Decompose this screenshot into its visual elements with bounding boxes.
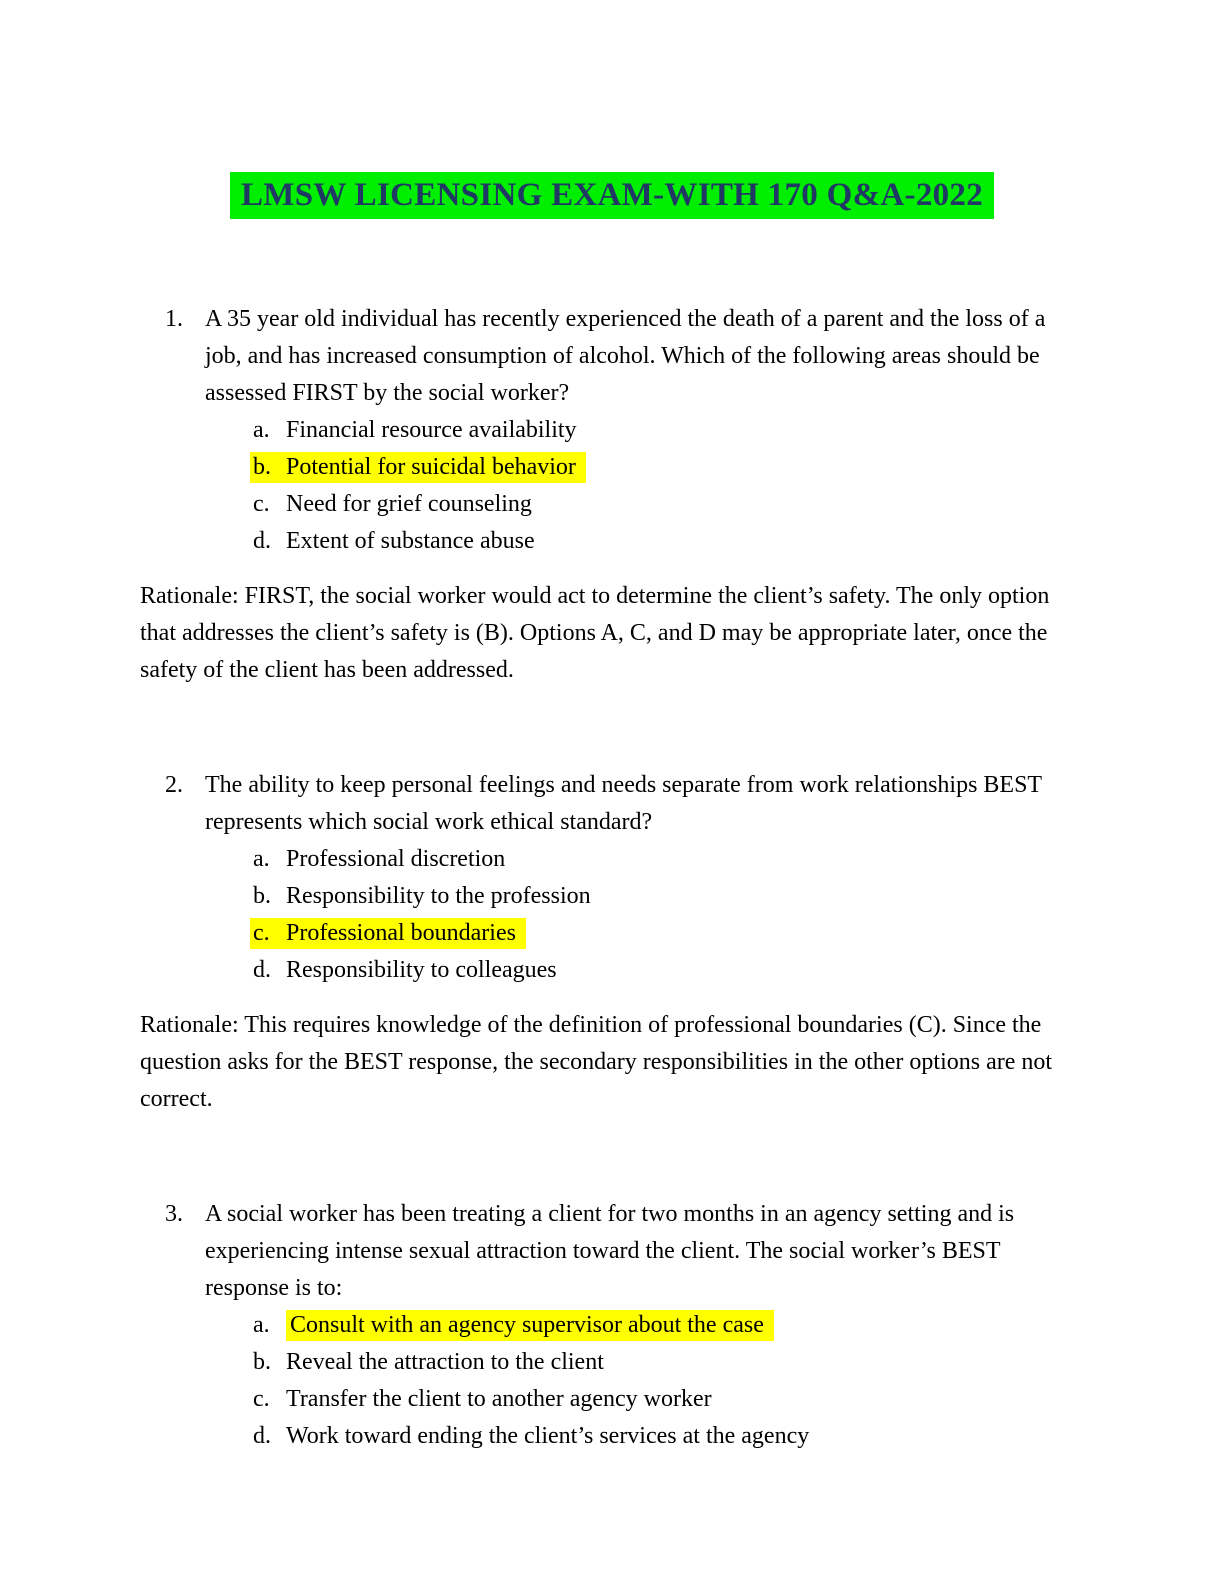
question-2-option-a: a. Professional discretion — [165, 841, 1084, 878]
question-2: 2. The ability to keep personal feelings… — [165, 767, 1084, 989]
question-3-options: a. Consult with an agency supervisor abou… — [165, 1307, 1084, 1455]
question-1-option-d: d. Extent of substance abuse — [165, 523, 1084, 560]
option-letter: c. — [253, 1386, 270, 1412]
question-1-text: A 35 year old individual has recently ex… — [205, 306, 1046, 406]
option-text: Responsibility to the profession — [286, 883, 591, 909]
question-1-options: a. Financial resource availability b. Pote… — [165, 412, 1084, 560]
question-3-option-d: d. Work toward ending the client’s servic… — [165, 1418, 1084, 1455]
question-1-option-b: b. Potential for suicidal behavior — [165, 449, 1084, 486]
rationale-2: Rationale: This requires knowledge of th… — [140, 1012, 1053, 1112]
title-row: LMSW LICENSING EXAM-WITH 170 Q&A-2022 — [0, 0, 1224, 219]
question-1-number: 1. — [165, 306, 183, 332]
question-2-options: a. Professional discretion b. Responsibili… — [165, 841, 1084, 989]
question-1: 1. A 35 year old individual has recently… — [165, 301, 1084, 560]
question-3-option-b: b. Reveal the attraction to the client — [165, 1344, 1084, 1381]
question-3: 3. A social worker has been treating a c… — [165, 1196, 1084, 1455]
option-text: Work toward ending the client’s services… — [286, 1423, 810, 1449]
option-text: Reveal the attraction to the client — [286, 1349, 604, 1375]
highlighted-answer: b. Potential for suicidal behavior — [250, 452, 586, 483]
option-letter: d. — [253, 528, 271, 554]
option-letter: d. — [253, 957, 271, 983]
option-letter: a. — [253, 846, 270, 872]
option-letter: a. — [253, 1312, 270, 1338]
question-3-option-c: c. Transfer the client to another agency … — [165, 1381, 1084, 1418]
rationale-1: Rationale: FIRST, the social worker woul… — [140, 583, 1050, 683]
question-1-option-c: c. Need for grief counseling — [165, 486, 1084, 523]
question-2-option-b: b. Responsibility to the profession — [165, 878, 1084, 915]
option-letter: b. — [253, 1349, 271, 1375]
option-text: Financial resource availability — [286, 417, 577, 443]
option-letter: b. — [253, 883, 271, 909]
option-text: Transfer the client to another agency wo… — [286, 1386, 712, 1412]
option-text: Extent of substance abuse — [286, 528, 535, 554]
question-2-option-d: d. Responsibility to colleagues — [165, 952, 1084, 989]
option-letter: b. — [253, 454, 271, 480]
question-1-option-a: a. Financial resource availability — [165, 412, 1084, 449]
question-2-option-c: c. Professional boundaries — [165, 915, 1084, 952]
option-letter: c. — [253, 491, 270, 517]
question-1-stem: 1. A 35 year old individual has recently… — [165, 301, 1084, 412]
option-text: Need for grief counseling — [286, 491, 532, 517]
highlighted-answer: Consult with an agency supervisor about … — [286, 1310, 774, 1341]
question-3-text: A social worker has been treating a clie… — [205, 1201, 1015, 1301]
option-text: Responsibility to colleagues — [286, 957, 557, 983]
option-letter: a. — [253, 417, 270, 443]
option-text: Professional boundaries — [286, 920, 516, 946]
option-letter: c. — [253, 920, 270, 946]
highlighted-answer: c. Professional boundaries — [250, 918, 526, 949]
question-3-option-a: a. Consult with an agency supervisor abou… — [165, 1307, 1084, 1344]
question-2-stem: 2. The ability to keep personal feelings… — [165, 767, 1084, 841]
question-2-text: The ability to keep personal feelings an… — [205, 772, 1042, 835]
option-text: Potential for suicidal behavior — [286, 454, 576, 480]
option-letter: d. — [253, 1423, 271, 1449]
option-text: Professional discretion — [286, 846, 506, 872]
document-title: LMSW LICENSING EXAM-WITH 170 Q&A-2022 — [229, 172, 995, 219]
question-2-number: 2. — [165, 772, 183, 798]
question-3-stem: 3. A social worker has been treating a c… — [165, 1196, 1084, 1307]
question-3-number: 3. — [165, 1201, 183, 1227]
